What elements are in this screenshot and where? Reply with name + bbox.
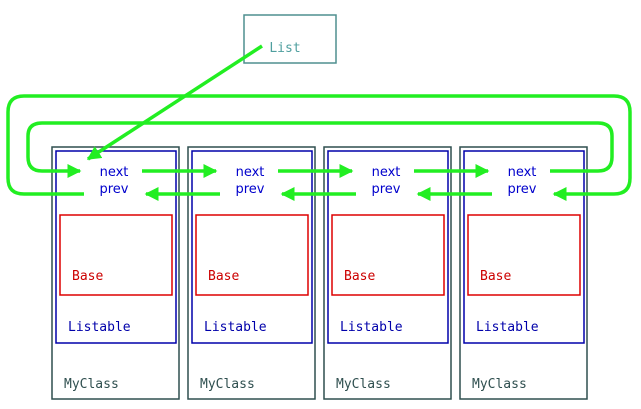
wrap-next-link-arrow — [26, 121, 614, 178]
prev-pointer-label: prev — [99, 182, 128, 197]
myclass-node: MyClass Listable Base next prev — [323, 146, 452, 400]
myclass-label: MyClass — [64, 377, 119, 392]
next-pointer-label: next — [508, 165, 537, 180]
myclass-label: MyClass — [472, 377, 527, 392]
listable-box — [55, 150, 177, 344]
link-group — [6, 44, 632, 201]
base-box — [331, 214, 445, 296]
listable-label: Listable — [340, 320, 403, 335]
base-label: Base — [344, 269, 375, 284]
prev-pointer-label: prev — [235, 182, 264, 197]
listable-label: Listable — [68, 320, 131, 335]
next-pointer-label: next — [236, 165, 265, 180]
myclass-label: MyClass — [200, 377, 255, 392]
myclass-node: MyClass Listable Base next prev — [187, 146, 316, 400]
base-box — [467, 214, 581, 296]
list-head-label: List — [269, 41, 300, 56]
base-label: Base — [72, 269, 103, 284]
listable-label: Listable — [204, 320, 267, 335]
myclass-label: MyClass — [336, 377, 391, 392]
list-head-pointer-arrow — [86, 44, 263, 161]
list-head-box — [243, 14, 337, 64]
myclass-node: MyClass Listable Base next prev — [51, 146, 180, 400]
base-label: Base — [480, 269, 511, 284]
next-pointer-label: next — [100, 165, 129, 180]
base-label: Base — [208, 269, 239, 284]
myclass-node: MyClass Listable Base next prev — [459, 146, 588, 400]
prev-pointer-label: prev — [507, 182, 536, 197]
prev-pointer-label: prev — [371, 182, 400, 197]
listable-box — [191, 150, 313, 344]
base-box — [195, 214, 309, 296]
next-pointer-label: next — [372, 165, 401, 180]
listable-box — [463, 150, 585, 344]
base-box — [59, 214, 173, 296]
wrap-prev-link-arrow — [6, 94, 632, 201]
listable-box — [327, 150, 449, 344]
listable-label: Listable — [476, 320, 539, 335]
